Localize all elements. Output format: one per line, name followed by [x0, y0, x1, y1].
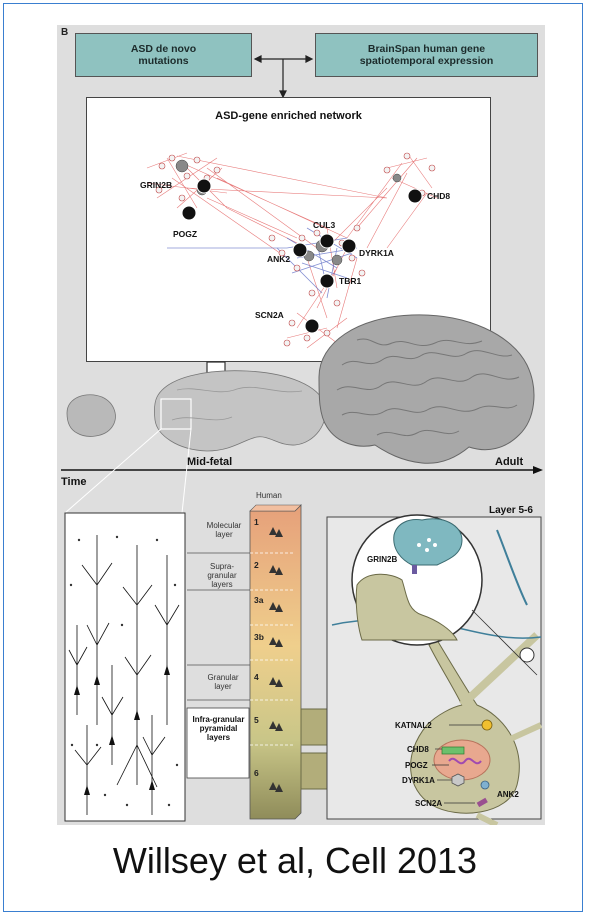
synapse-gene-label: GRIN2B — [367, 555, 397, 564]
neuron-label-dyrk1a: DYRK1A — [402, 776, 435, 785]
neuron-label-katnal2: KATNAL2 — [395, 721, 432, 730]
neuron-label-ank2: ANK2 — [497, 790, 519, 799]
neuron-label-scn2a: SCN2A — [415, 799, 442, 808]
neuron-layer-title: Layer 5-6 — [489, 505, 533, 516]
neuron-label-chd8: CHD8 — [407, 745, 429, 754]
citation-caption: Willsey et al, Cell 2013 — [0, 840, 590, 882]
neuron-panel-art — [57, 25, 545, 825]
figure-panel: B ASD de novo mutations BrainSpan human … — [57, 25, 545, 825]
neuron-label-pogz: POGZ — [405, 761, 428, 770]
